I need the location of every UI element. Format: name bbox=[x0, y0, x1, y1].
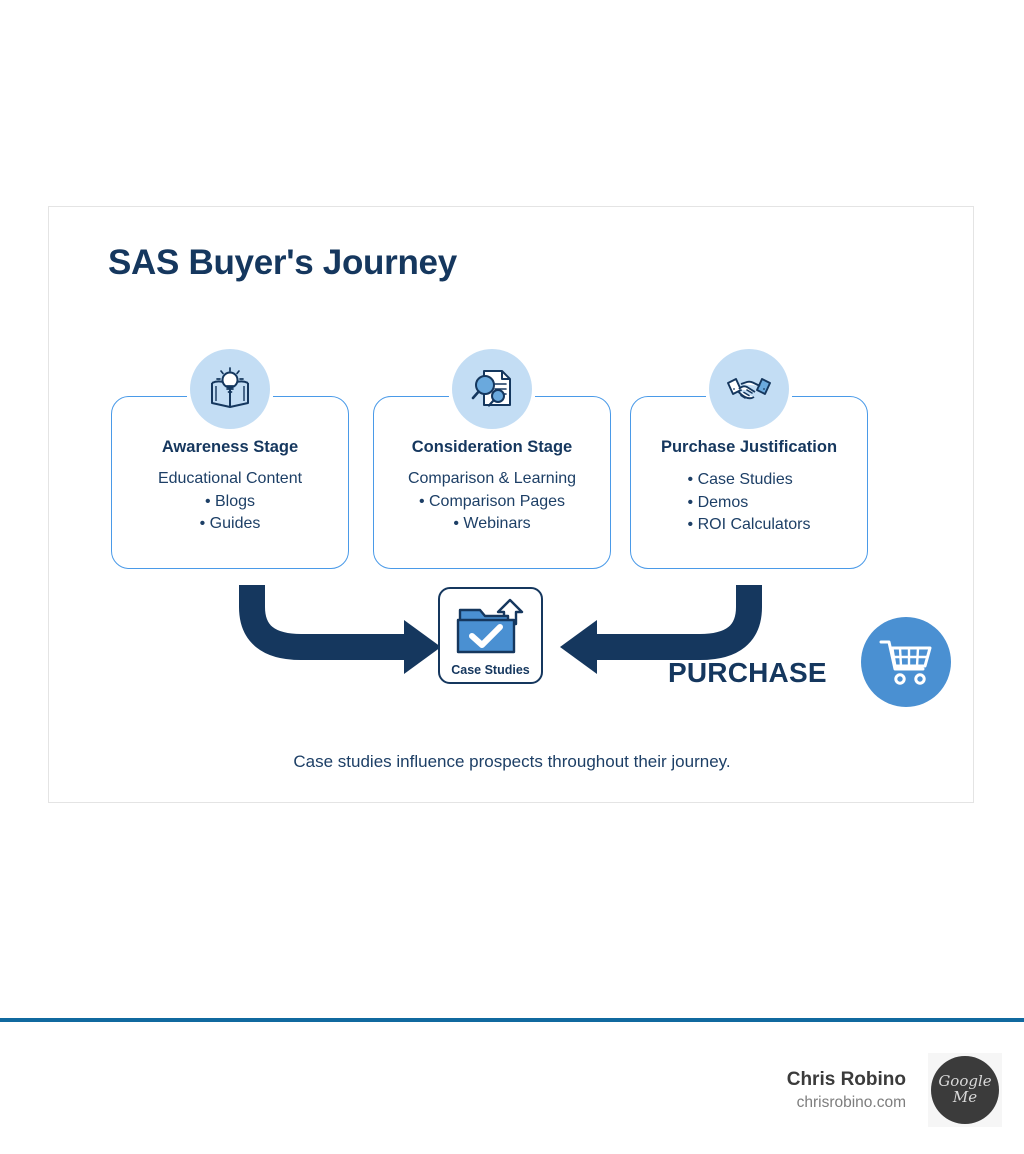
stage-bullet: • Guides bbox=[199, 515, 261, 532]
stage-bullet: • Case Studies bbox=[687, 471, 793, 488]
shopping-cart-icon bbox=[861, 617, 951, 707]
stage-bullet: • Blogs bbox=[204, 492, 256, 510]
stage-card-bullets: • Blogs • Guides bbox=[121, 491, 339, 536]
footer-divider bbox=[0, 1018, 1024, 1022]
stage-bullet: • Demos bbox=[687, 493, 749, 511]
stage-card-subtitle: Educational Content bbox=[157, 470, 303, 487]
stage-card-consideration[interactable]: Consideration Stage Comparison & Learnin… bbox=[373, 349, 611, 569]
footer: Chris Robino chrisrobino.com Google Me bbox=[787, 1053, 1002, 1127]
stage-card-subtitle: Comparison & Learning bbox=[407, 470, 577, 487]
stage-card-bullets: • Comparison Pages • Webinars bbox=[383, 491, 601, 536]
infographic-frame: SAS Buyer's Journey bbox=[48, 206, 974, 803]
badge-line-1: Google bbox=[938, 1072, 992, 1090]
badge-circle: Google Me bbox=[931, 1056, 999, 1124]
case-studies-node[interactable]: Case Studies bbox=[438, 587, 543, 684]
infographic-caption: Case studies influence prospects through… bbox=[293, 752, 731, 771]
purchase-label: PURCHASE bbox=[668, 657, 827, 688]
document-search-icon bbox=[452, 349, 532, 429]
author-name: Chris Robino bbox=[786, 1069, 906, 1090]
stage-card-content: Consideration Stage Comparison & Learnin… bbox=[373, 438, 611, 536]
stage-card-title: Purchase Justification bbox=[660, 438, 838, 456]
stage-card-content: Purchase Justification • Case Studies • … bbox=[630, 438, 868, 537]
stage-bullet: • Comparison Pages bbox=[418, 492, 566, 510]
stage-bullet-group: • Case Studies • Demos • ROI Calculators bbox=[688, 469, 811, 537]
stage-bullet: • Webinars bbox=[453, 515, 531, 532]
stage-card-bullets: • Case Studies • Demos • ROI Calculators bbox=[640, 468, 858, 537]
case-studies-node-label: Case Studies bbox=[451, 663, 530, 677]
infographic-title: SAS Buyer's Journey bbox=[108, 243, 457, 282]
stage-card-list: Awareness Stage Educational Content • Bl… bbox=[49, 207, 975, 804]
folder-check-upload-icon bbox=[452, 596, 530, 665]
stage-card-content: Awareness Stage Educational Content • Bl… bbox=[111, 438, 349, 536]
footer-attribution: Chris Robino chrisrobino.com bbox=[787, 1067, 906, 1113]
lightbulb-book-icon bbox=[190, 349, 270, 429]
google-me-badge[interactable]: Google Me bbox=[928, 1053, 1002, 1127]
stage-card-awareness[interactable]: Awareness Stage Educational Content • Bl… bbox=[111, 349, 349, 569]
stage-card-purchase-justification[interactable]: Purchase Justification • Case Studies • … bbox=[630, 349, 868, 569]
stage-bullet: • ROI Calculators bbox=[687, 516, 811, 533]
stage-card-title: Awareness Stage bbox=[161, 438, 299, 456]
author-site[interactable]: chrisrobino.com bbox=[796, 1094, 906, 1111]
arrow-layer bbox=[49, 207, 975, 804]
badge-line-2: Me bbox=[952, 1088, 978, 1106]
handshake-icon bbox=[709, 349, 789, 429]
stage-card-title: Consideration Stage bbox=[411, 438, 573, 456]
